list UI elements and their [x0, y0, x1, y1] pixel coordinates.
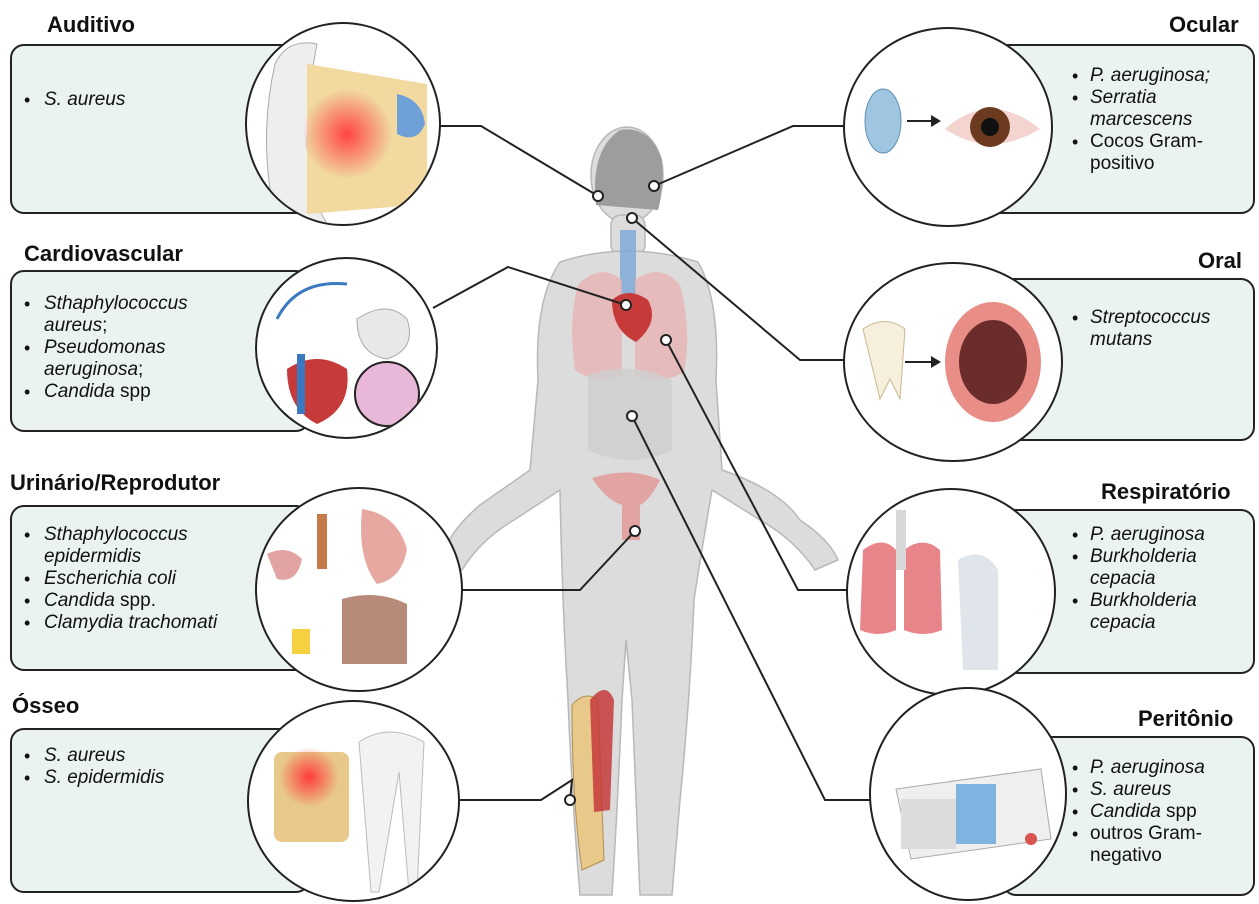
trachea-shape: [620, 230, 636, 300]
panel-list-urinario: Sthaphylococcus epidermidis Escherichia …: [18, 524, 263, 634]
list-item: P. aeruginosa;: [1066, 65, 1246, 87]
panel-title-auditivo: Auditivo: [47, 12, 135, 38]
list-item: S. aureus: [18, 89, 278, 111]
panel-list-auditivo: S. aureus: [18, 89, 278, 111]
panel-title-osseo: Ósseo: [12, 693, 79, 719]
dialysis-machine-illustration: [869, 687, 1067, 901]
cardiovascular-illustration: [255, 257, 438, 439]
list-item: P. aeruginosa: [1066, 524, 1246, 546]
list-item: Candida spp: [18, 381, 243, 403]
panel-title-urinario: Urinário/Reprodutor: [10, 470, 220, 496]
panel-title-ocular: Ocular: [1169, 12, 1239, 38]
list-item: Pseudomonas aeruginosa;: [18, 337, 243, 381]
panel-list-respiratorio: P. aeruginosa Burkholderia cepacia Burkh…: [1066, 524, 1246, 634]
panel-list-oral: Streptococcus mutans: [1066, 307, 1251, 351]
panel-list-osseo: S. aureus S. epidermidis: [18, 745, 263, 789]
list-item: Clamydia trachomati: [18, 612, 263, 634]
panel-title-peritonio: Peritônio: [1138, 706, 1233, 732]
panel-list-ocular: P. aeruginosa; Serratia marcescens Cocos…: [1066, 65, 1246, 175]
list-item: Burkholderia cepacia: [1066, 590, 1246, 634]
list-item: Sthaphylococcus aureus;: [18, 293, 243, 337]
list-item: Serratia marcescens: [1066, 87, 1246, 131]
list-item: outros Gram-negativo: [1066, 823, 1251, 867]
urinary-reproductive-illustration: [255, 487, 463, 692]
list-item: Cocos Gram-positivo: [1066, 131, 1246, 175]
respiratory-illustration: [846, 488, 1056, 696]
list-item: P. aeruginosa: [1066, 757, 1251, 779]
oral-illustration: [843, 262, 1063, 462]
list-item: Sthaphylococcus epidermidis: [18, 524, 263, 568]
panel-list-peritonio: P. aeruginosa S. aureus Candida spp outr…: [1066, 757, 1251, 867]
eye-illustration: [843, 27, 1053, 227]
panel-title-respiratorio: Respiratório: [1101, 479, 1231, 505]
panel-title-oral: Oral: [1198, 248, 1242, 274]
list-item: S. aureus: [1066, 779, 1251, 801]
list-item: S. epidermidis: [18, 767, 263, 789]
bone-illustration: [247, 700, 460, 902]
ear-anatomy-illustration: [245, 22, 441, 226]
list-item: Escherichia coli: [18, 568, 263, 590]
list-item: S. aureus: [18, 745, 263, 767]
panel-list-cardiovascular: Sthaphylococcus aureus; Pseudomonas aeru…: [18, 293, 243, 403]
list-item: Candida spp: [1066, 801, 1251, 823]
panel-title-cardiovascular: Cardiovascular: [24, 241, 183, 267]
list-item: Streptococcus mutans: [1066, 307, 1251, 351]
list-item: Candida spp.: [18, 590, 263, 612]
list-item: Burkholderia cepacia: [1066, 546, 1246, 590]
